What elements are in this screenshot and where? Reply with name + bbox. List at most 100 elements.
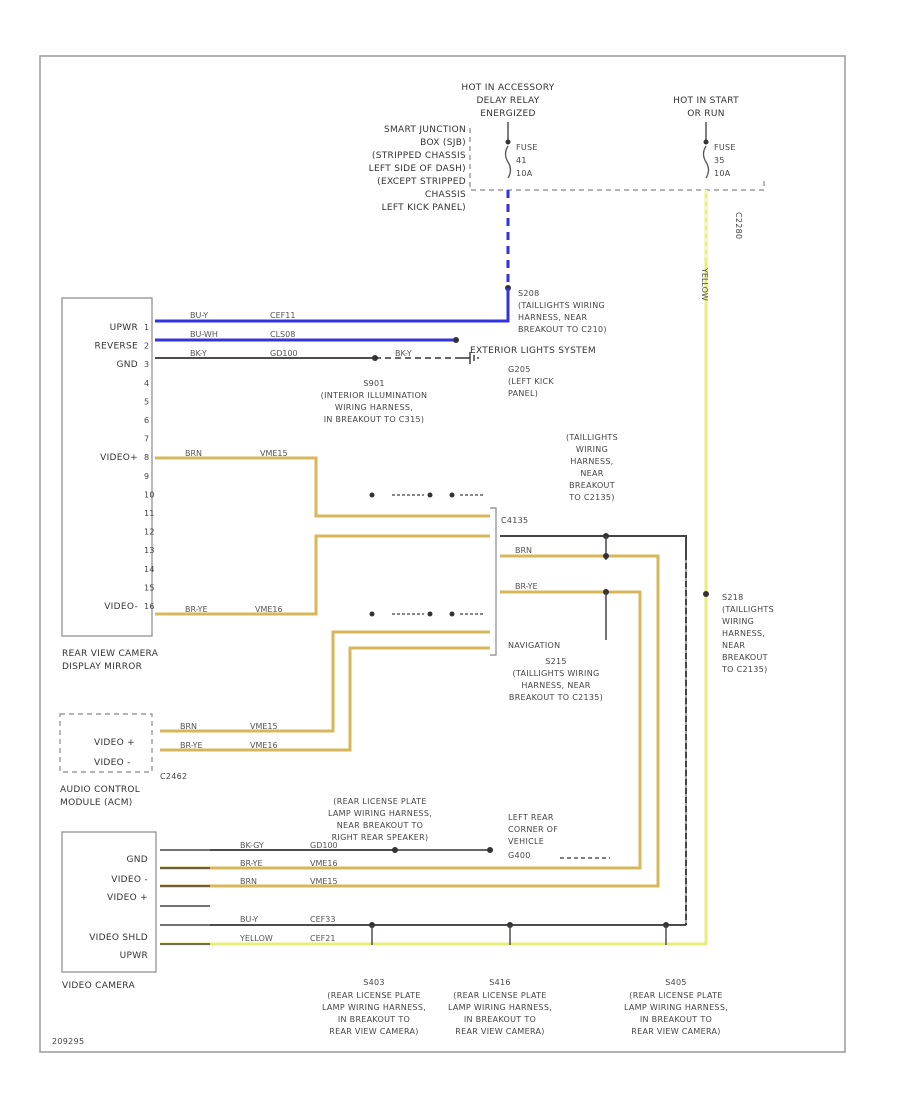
s208-line-1: S208	[518, 289, 540, 298]
sjb-line-4: LEFT SIDE OF DASH)	[369, 164, 466, 174]
acc-hot-label: HOT IN ACCESSORY DELAY RELAY ENERGIZED	[461, 83, 554, 119]
s215-line-2: (TAILLIGHTS WIRING	[513, 669, 600, 678]
start-hot-line-2: OR RUN	[687, 109, 725, 119]
start-hot-label: HOT IN START OR RUN	[673, 96, 739, 119]
s215-label: S215 (TAILLIGHTS WIRING HARNESS, NEAR BR…	[509, 657, 603, 702]
inline-connectors-mirror	[369, 492, 484, 498]
brn-wire-to-camera	[160, 554, 660, 888]
sjb-line-7: LEFT KICK PANEL)	[382, 203, 466, 213]
ground-symbol	[455, 352, 479, 364]
cam-vneg-circuit: VME16	[310, 859, 338, 868]
video-camera	[61, 831, 157, 973]
s446-line-2: LAMP WIRING HARNESS,	[328, 809, 432, 818]
s208-line-3: HARNESS, NEAR	[518, 313, 587, 322]
fuse-35-line-1: FUSE	[714, 143, 736, 152]
splice-description-line: (REAR LICENSE PLATE	[453, 991, 546, 1000]
s215-splice	[603, 553, 609, 559]
mirror-pin-number: 14	[144, 565, 155, 574]
s208-line-2: (TAILLIGHTS WIRING	[518, 301, 605, 310]
camera-pin-stubs	[160, 849, 210, 945]
brye-wire-to-camera	[160, 590, 642, 870]
s446-label: (REAR LICENSE PLATE LAMP WIRING HARNESS,…	[328, 797, 432, 842]
acm-title-line-2: MODULE (ACM)	[60, 798, 133, 808]
sjb-line-2: BOX (SJB)	[420, 138, 466, 148]
mirror-pin-number: 7	[144, 435, 149, 444]
brn-label: BRN	[515, 546, 532, 555]
mirror-pin-number: 12	[144, 528, 155, 537]
mirror-pin-number: 3	[144, 360, 149, 369]
s218-line-3: WIRING	[722, 617, 754, 626]
splice-id: S416	[489, 978, 511, 987]
splice-description-line: REAR VIEW CAMERA)	[631, 1027, 720, 1036]
s218-line-6: BREAKOUT	[722, 653, 768, 662]
cam-upwr-circuit: CEF21	[310, 934, 335, 943]
g205-line-3: PANEL)	[508, 389, 538, 398]
acm-video-pos-wire	[160, 630, 490, 733]
mirror-pin-number: 8	[144, 453, 149, 462]
g400-line-3: VEHICLE	[508, 837, 544, 846]
g205-line-2: (LEFT KICK	[508, 377, 554, 386]
taillights-line-3: HARNESS,	[570, 457, 613, 466]
s208-label: S208 (TAILLIGHTS WIRING HARNESS, NEAR BR…	[518, 289, 606, 334]
acm-w2-circuit: VME16	[250, 741, 278, 750]
mirror-pin-number: 13	[144, 546, 155, 555]
sjb-line-3: (STRIPPED CHASSIS	[372, 151, 466, 161]
reverse-connector-end	[453, 337, 459, 343]
taillights-line-5: BREAKOUT	[569, 481, 615, 490]
taillights-line-2: WIRING	[576, 445, 608, 454]
diagram-code: 209295	[52, 1037, 84, 1046]
w2-circuit: CLS08	[270, 330, 295, 339]
fuse-35-terminal	[703, 139, 709, 145]
mirror-title-line-1: REAR VIEW CAMERA	[62, 649, 159, 659]
brye-label: BR-YE	[515, 582, 538, 591]
cam-vneg-color: BR-YE	[240, 859, 263, 868]
inline-connectors-acm	[369, 611, 484, 617]
w1-color: BU-Y	[190, 311, 208, 320]
sjb-line-6: CHASSIS	[425, 190, 466, 200]
gnd-wire-color: BK-Y	[395, 349, 412, 358]
splice-description-line: (REAR LICENSE PLATE	[629, 991, 722, 1000]
sjb-dashed-boundary	[469, 128, 765, 191]
splice-description-line: REAR VIEW CAMERA)	[329, 1027, 418, 1036]
camera-pin-upwr: UPWR	[120, 951, 148, 961]
g400-line-4: G400	[508, 851, 531, 860]
s446-line-3: NEAR BREAKOUT TO	[337, 821, 424, 830]
cam-vpos-color: BRN	[240, 877, 257, 886]
camera-pin-video-neg: VIDEO -	[111, 875, 148, 885]
splice-id: S403	[363, 978, 385, 987]
fuse-41-line-2: 41	[516, 156, 527, 165]
s446-line-1: (REAR LICENSE PLATE	[333, 797, 426, 806]
s218-splice	[703, 591, 709, 597]
fuse-41-icon	[504, 145, 512, 179]
mirror-video-pos-wire	[155, 456, 490, 518]
yellow-wire-upwr	[160, 190, 708, 946]
audio-control-module	[59, 713, 153, 773]
taillights-line-1: (TAILLIGHTS	[566, 433, 618, 442]
s901-line-1: S901	[363, 379, 385, 388]
splice-description-line: IN BREAKOUT TO	[464, 1015, 536, 1024]
w16-color: BR-YE	[185, 605, 208, 614]
inline-dot-3	[449, 492, 455, 498]
acm-pin-video-pos: VIDEO +	[94, 738, 135, 748]
taillights-line-4: NEAR	[580, 469, 603, 478]
g205-line-1: G205	[508, 365, 531, 374]
mirror-pin-number: 6	[144, 416, 149, 425]
s218-line-1: S218	[722, 593, 744, 602]
mirror-pin-label: UPWR	[110, 323, 138, 333]
mirror-pin-label: GND	[116, 360, 138, 370]
taillights-line-6: TO C2135)	[568, 493, 615, 502]
w8-circuit: VME15	[260, 449, 288, 458]
mirror-pin-label: REVERSE	[94, 342, 138, 352]
camera-pin-gnd: GND	[126, 855, 148, 865]
inline-dot-4	[369, 611, 375, 617]
inline-dot-6	[449, 611, 455, 617]
start-hot-line-1: HOT IN START	[673, 96, 739, 106]
mirror-pin-number: 2	[144, 342, 149, 351]
navigation-label: NAVIGATION	[508, 641, 560, 650]
fuse-35-icon	[702, 145, 710, 179]
blue-wire-to-mirror	[155, 288, 510, 323]
yellow-wire-color-label: YELLOW	[700, 267, 709, 301]
exterior-lights-label: EXTERIOR LIGHTS SYSTEM	[470, 346, 596, 356]
s218-line-4: HARNESS,	[722, 629, 765, 638]
